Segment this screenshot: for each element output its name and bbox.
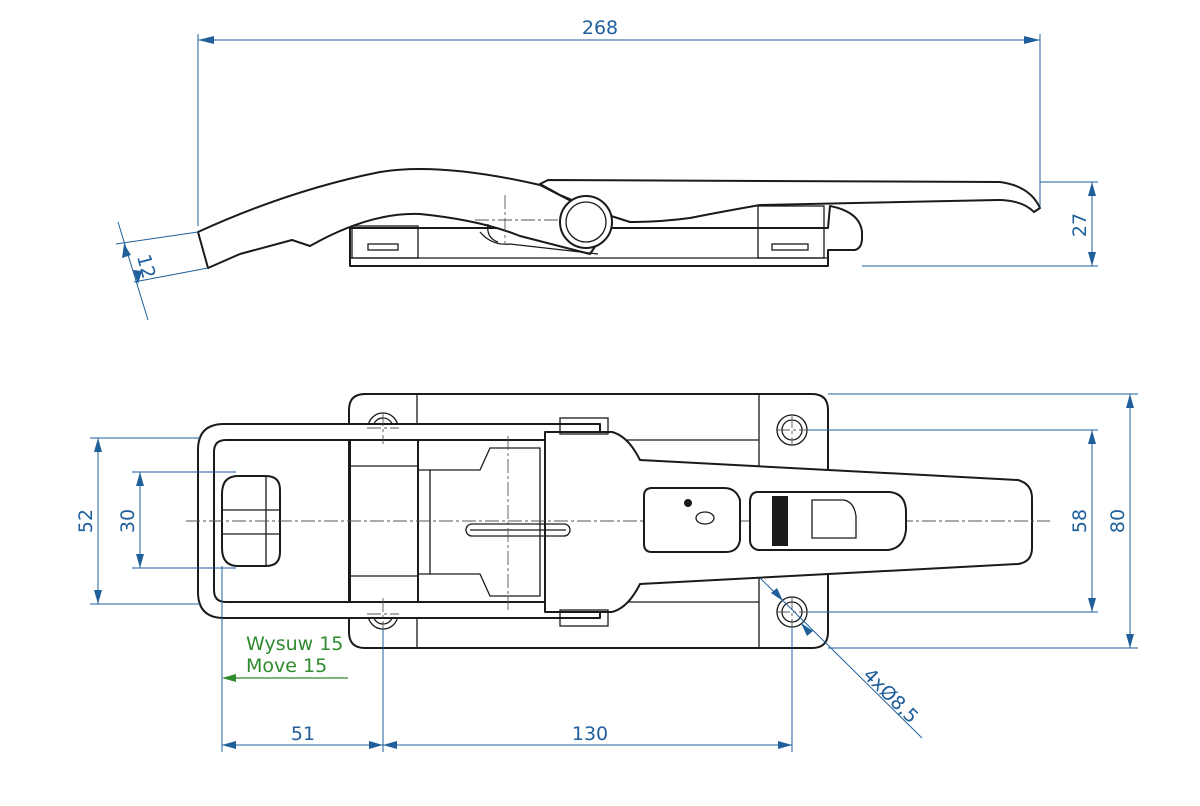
dim-handle-thickness: 12: [115, 221, 209, 321]
side-lever: [539, 179, 1041, 223]
dim-label-80: 80: [1107, 509, 1129, 533]
dim-label-51: 51: [291, 723, 315, 745]
dim-label-30: 30: [117, 509, 139, 533]
dim-label-52: 52: [75, 509, 97, 533]
dim-label-130: 130: [572, 723, 608, 745]
side-base-plate: [349, 205, 863, 267]
dim-label-268: 268: [582, 17, 618, 39]
dim-offset-left: 51: [221, 566, 384, 752]
note-line-en: Move 15: [246, 655, 327, 677]
top-view: [186, 393, 1050, 649]
top-base-plate: [348, 393, 829, 649]
dim-base-width: 80: [828, 393, 1138, 649]
dim-hole-spacing-horizontal: 130: [383, 628, 793, 752]
dim-label-27: 27: [1069, 213, 1091, 237]
dim-strap-width-inner: 30: [117, 471, 236, 569]
side-foot-right: [757, 205, 825, 259]
brand-logo: [772, 496, 788, 546]
dim-strap-width-outer: 52: [75, 437, 200, 605]
side-view: [197, 167, 1041, 269]
brand-label-recess: [749, 491, 907, 551]
move-arrow: [222, 674, 236, 682]
dim-overall-length: 268: [197, 17, 1041, 226]
dim-height: 27: [862, 181, 1098, 267]
wire-loop: [197, 423, 601, 619]
move-note: Wysuw 15 Move 15: [222, 633, 348, 682]
side-pivot-pin: [559, 195, 613, 249]
dim-label-holes: 4xØ8,5: [858, 664, 922, 728]
dim-hole-spacing-vertical: 58: [808, 429, 1098, 613]
logo-recess: [643, 487, 741, 553]
note-line-pl: Wysuw 15: [246, 633, 343, 655]
dim-holes-diameter: 4xØ8,5: [759, 577, 922, 739]
logo-icon: [684, 499, 692, 507]
dim-label-58: 58: [1069, 509, 1091, 533]
side-foot-left: [351, 225, 419, 259]
